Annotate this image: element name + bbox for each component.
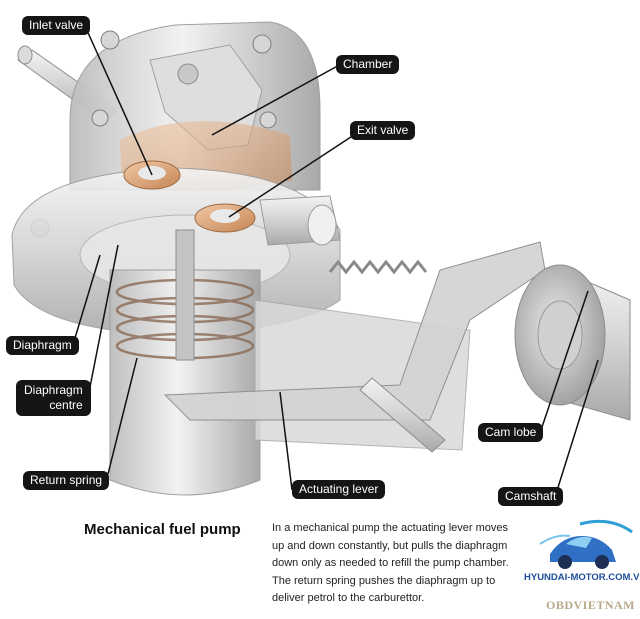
watermark-url: HYUNDAI-MOTOR.COM.VN: [524, 572, 640, 583]
caption-line: deliver petrol to the carburettor.: [272, 590, 522, 608]
figure-title: Mechanical fuel pump: [84, 521, 241, 538]
label-actuating-lever: Actuating lever: [292, 480, 385, 499]
outlet-pipe: [260, 196, 340, 245]
label-diaphragm-centre: Diaphragm centre: [16, 380, 91, 416]
caption-line: up and down constantly, but pulls the di…: [272, 538, 522, 556]
caption-line: down only as needed to refill the pump c…: [272, 555, 522, 573]
pull-rod: [176, 230, 194, 360]
lever-spring: [330, 262, 426, 272]
label-return-spring: Return spring: [23, 471, 109, 490]
figure-caption: In a mechanical pump the actuating lever…: [272, 520, 522, 608]
camshaft-part: [515, 265, 630, 420]
label-diaphragm-centre-line2: centre: [24, 398, 83, 413]
label-chamber: Chamber: [336, 55, 399, 74]
label-exit-valve: Exit valve: [350, 121, 415, 140]
watermark-brand: OBDVIETNAM: [546, 598, 635, 613]
caption-line: The return spring pushes the diaphragm u…: [272, 573, 522, 591]
label-cam-lobe: Cam lobe: [478, 423, 543, 442]
label-diaphragm-centre-line1: Diaphragm: [24, 383, 83, 398]
label-camshaft: Camshaft: [498, 487, 563, 506]
label-inlet-valve: Inlet valve: [22, 16, 90, 35]
exit-valve-part: [195, 204, 255, 232]
caption-line: In a mechanical pump the actuating lever…: [272, 520, 522, 538]
label-diaphragm: Diaphragm: [6, 336, 79, 355]
